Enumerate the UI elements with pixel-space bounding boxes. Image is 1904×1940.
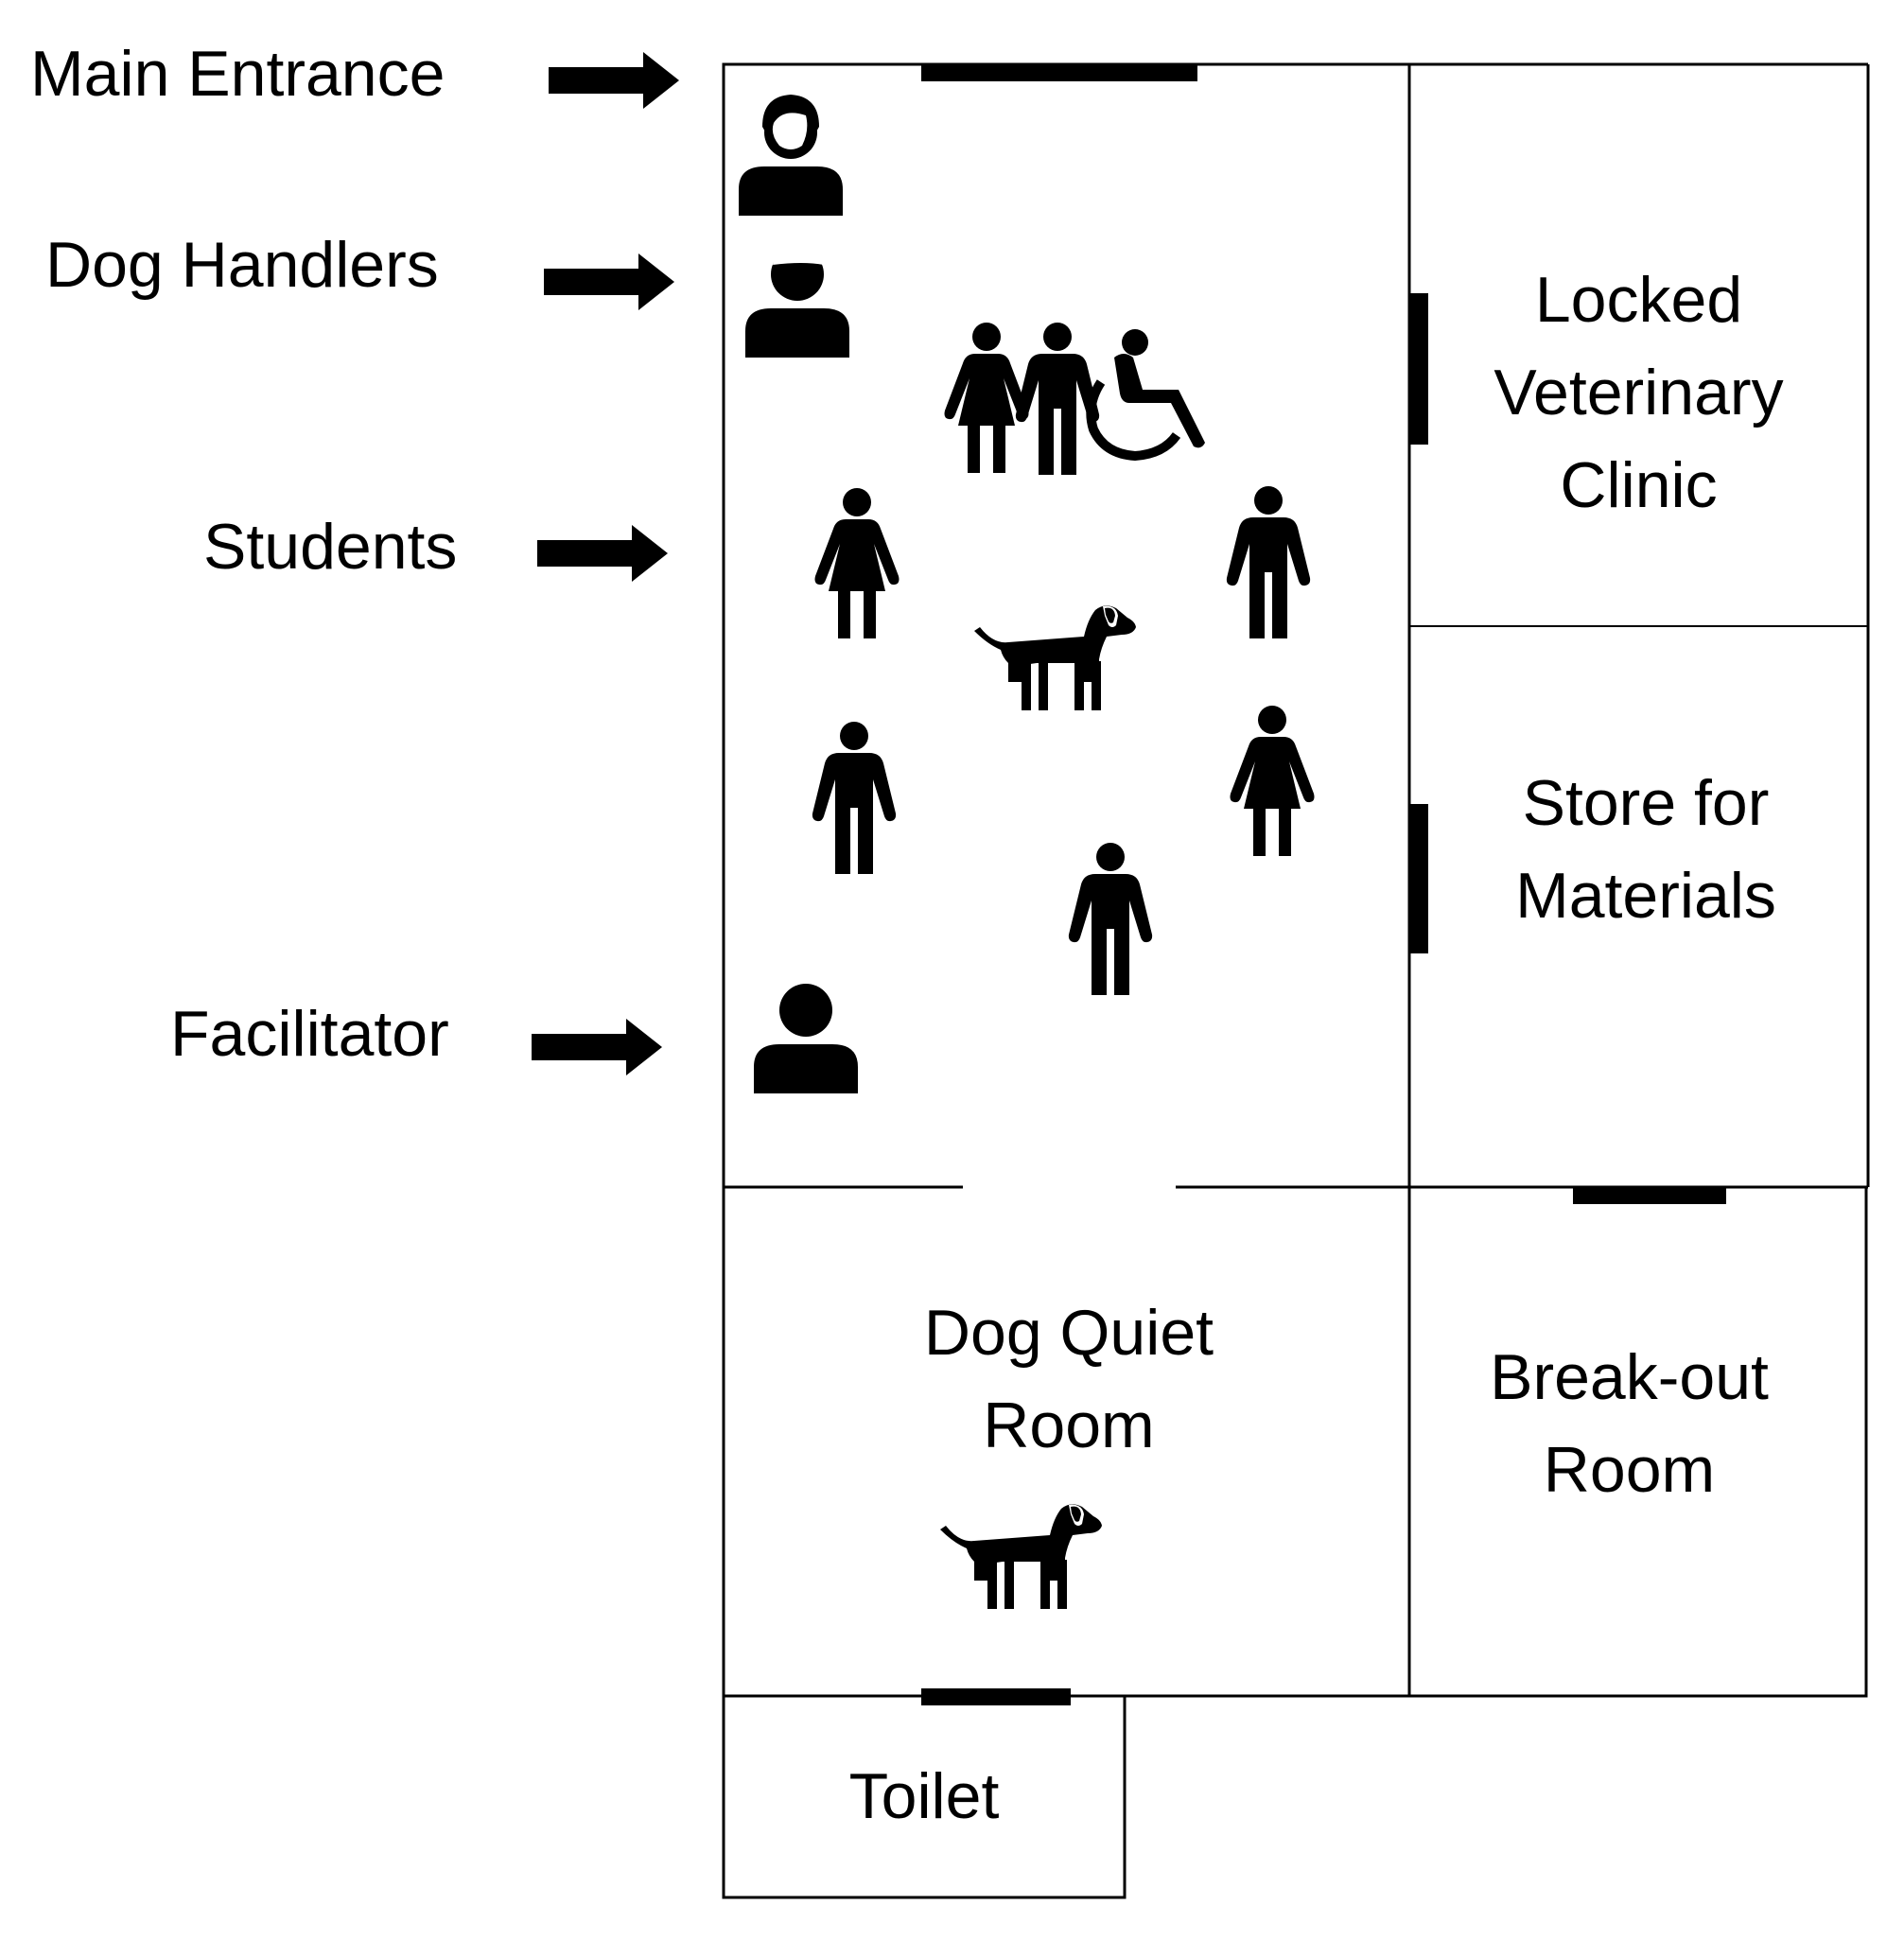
vet-clinic-line-2: Veterinary (1494, 357, 1784, 428)
man-avatar-icon (745, 243, 849, 358)
woman-figure-icon (944, 323, 1029, 473)
main-entrance-label: Main Entrance (30, 38, 445, 110)
breakout-door (1573, 1187, 1726, 1204)
vet-clinic-line-3: Clinic (1560, 449, 1718, 521)
woman-figure-icon (814, 488, 900, 638)
facilitator-arrow (532, 1019, 662, 1075)
clinic-door (1409, 293, 1428, 445)
store-label: Store for Materials (1424, 757, 1868, 942)
wheelchair-user-icon (1086, 329, 1205, 462)
dog-icon (974, 605, 1136, 710)
breakout-line-2: Room (1543, 1434, 1716, 1506)
man-figure-icon (1015, 323, 1100, 475)
breakout-room-label: Break-out Room (1409, 1331, 1849, 1516)
man-figure-icon (1068, 843, 1153, 995)
dog-icon (940, 1504, 1102, 1609)
dog-quiet-line-1: Dog Quiet (923, 1297, 1214, 1369)
dog-handlers-label: Dog Handlers (45, 229, 439, 301)
students-arrow (537, 525, 668, 582)
man-figure-icon (1226, 486, 1311, 638)
breakout-line-1: Break-out (1490, 1341, 1769, 1413)
dog-quiet-line-2: Room (983, 1389, 1155, 1461)
man-figure-icon (812, 722, 897, 874)
store-door (1409, 804, 1428, 953)
toilet-label: Toilet (848, 1760, 1000, 1832)
toilet-door (921, 1688, 1071, 1705)
store-line-1: Store for (1522, 767, 1770, 839)
vet-clinic-line-1: Locked (1534, 264, 1743, 336)
students-label: Students (203, 511, 458, 583)
facilitator-label: Facilitator (170, 998, 449, 1070)
main-entrance-door (921, 64, 1197, 81)
store-line-2: Materials (1515, 860, 1776, 932)
main-entrance-arrow (549, 52, 679, 109)
doorway-gap (963, 1179, 1176, 1196)
vet-clinic-label: Locked Veterinary Clinic (1409, 253, 1868, 532)
dog-quiet-room-label: Dog Quiet Room (785, 1286, 1353, 1472)
dog-handlers-arrow (544, 253, 674, 310)
person-avatar-icon (754, 984, 858, 1093)
woman-avatar-icon (739, 95, 843, 216)
woman-figure-icon (1230, 706, 1315, 856)
